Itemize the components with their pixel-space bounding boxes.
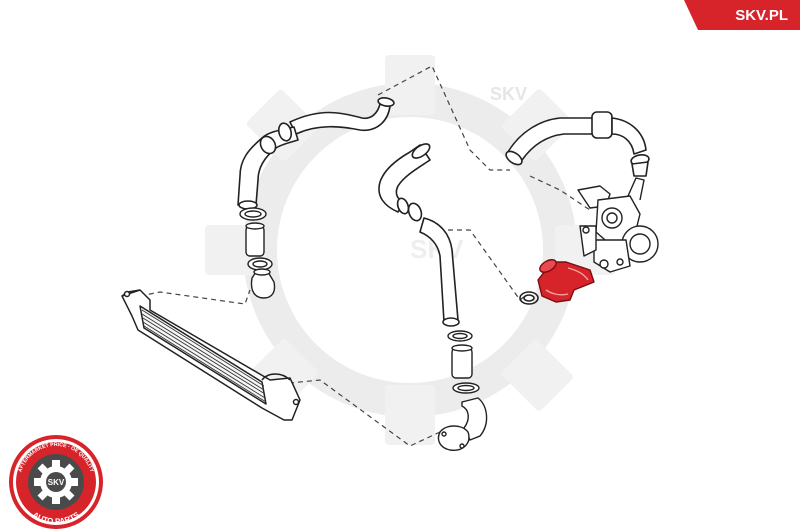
intercooler [121,289,301,421]
dashed-line-bottom [279,379,441,447]
hose-middle [378,143,460,327]
hose-upper-left [237,97,395,210]
turbocharger-assembly [577,177,659,273]
dashed-line-top [377,65,510,171]
dashed-line-right [529,175,591,211]
hose-upper-right [505,111,650,177]
auto-parts-badge: SKV AFTERMARKET PRICE · OE QUALITY AUTO … [9,435,103,529]
connection-lines [139,65,591,447]
clamp-set-middle [437,330,488,451]
dashed-line-mid [430,229,526,301]
brand-site-label[interactable]: SKV.PL [735,7,788,24]
badge-center-text: SKV [48,478,65,487]
o-ring-seal [519,291,539,305]
watermark-label: SKV [490,84,527,104]
brand-corner-banner [684,0,800,30]
highlighted-hose-part [537,259,595,303]
dashed-line-left [139,289,251,305]
clamp-set-left [239,207,276,299]
